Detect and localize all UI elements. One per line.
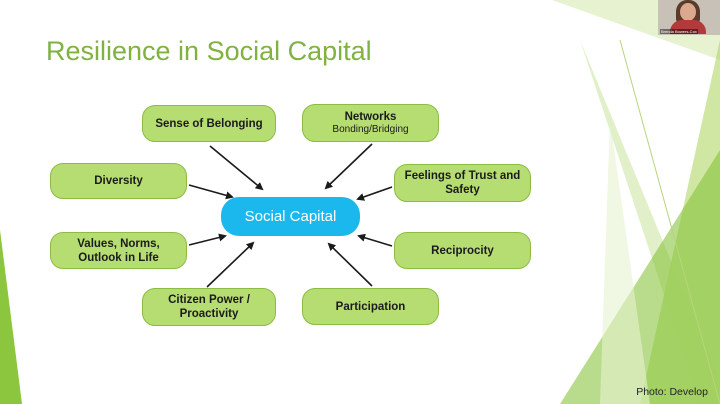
arrow-values: [188, 233, 227, 246]
webcam-thumbnail[interactable]: Brenda Bowers-Cox: [658, 0, 720, 35]
right-accent-dark: [560, 150, 720, 404]
right-accent-light: [600, 120, 650, 404]
node-label: Feelings of Trust and Safety: [404, 170, 521, 196]
node-values-norms-outlook: Values, Norms, Outlook in Life: [50, 232, 187, 269]
photo-credit: Photo: Develop: [636, 386, 708, 398]
node-label: Values, Norms, Outlook in Life: [77, 237, 160, 264]
node-participation: Participation: [302, 288, 439, 325]
webcam-person-face: [680, 3, 696, 21]
arrow-sense: [209, 145, 264, 191]
webcam-person-body: [670, 20, 706, 34]
arrow-trust: [356, 186, 393, 201]
node-trust-and-safety: Feelings of Trust and Safety: [394, 164, 531, 202]
node-label: Citizen Power / Proactivity: [168, 294, 250, 320]
node-reciprocity: Reciprocity: [394, 232, 531, 269]
arrow-networks: [324, 143, 373, 190]
node-sense-of-belonging: Sense of Belonging: [142, 105, 276, 142]
node-networks: Networks Bonding/Bridging: [302, 104, 439, 142]
webcam-name-label: Brenda Bowers-Cox: [660, 29, 698, 34]
arrow-reciprocity: [357, 233, 393, 247]
node-label: Reciprocity: [431, 244, 494, 257]
arrow-participation: [327, 242, 373, 287]
node-label: Sense of Belonging: [155, 117, 263, 130]
node-label: Networks: [344, 111, 397, 123]
node-label: Participation: [335, 300, 406, 313]
node-label: Diversity: [94, 175, 143, 187]
arrow-citizen: [206, 241, 255, 288]
accent-line: [619, 39, 720, 404]
node-sublabel: Bonding/Bridging: [332, 124, 409, 135]
node-citizen-power: Citizen Power / Proactivity: [142, 288, 276, 326]
slide-title: Resilience in Social Capital: [46, 36, 372, 66]
center-node-social-capital: Social Capital: [221, 197, 360, 236]
node-diversity: Diversity: [50, 163, 187, 199]
arrow-diversity: [188, 184, 234, 200]
left-accent-shape: [0, 230, 22, 404]
